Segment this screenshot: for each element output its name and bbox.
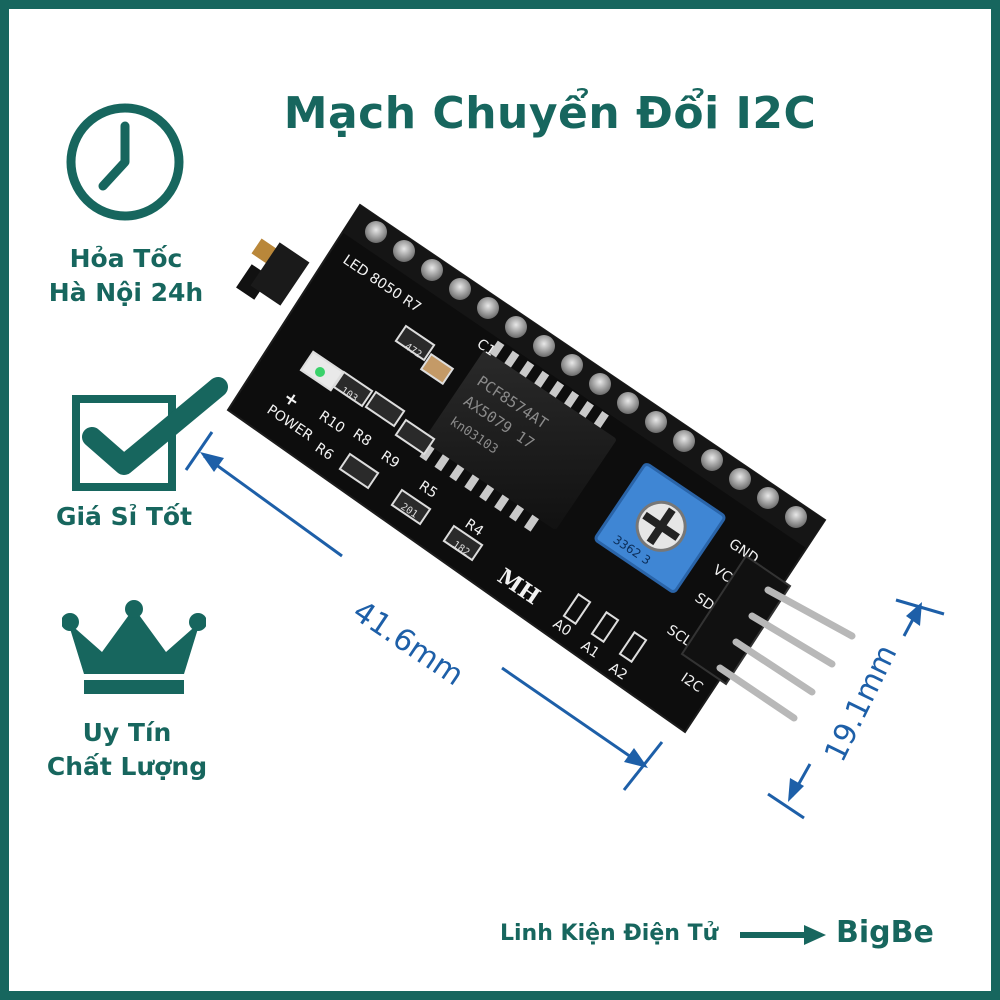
arrow-right-icon: [740, 925, 826, 945]
clock-icon: [66, 103, 184, 221]
potentiometer: 3362 3: [594, 463, 726, 593]
jumper: [236, 238, 310, 306]
power-led: [315, 367, 325, 377]
i2c-board-illustration: PCF8574AT AX5079 17 kn03103 3362 3 LED 8…: [184, 203, 945, 820]
footer-text: Linh Kiện Điện Tử: [500, 921, 719, 946]
i2c-header: [680, 554, 856, 722]
crown-icon: [62, 600, 206, 694]
feature-quality-line1: Uy Tín: [82, 718, 172, 747]
footer-brand: BigBe: [836, 915, 934, 950]
page-title: Mạch Chuyển Đổi I2C: [283, 88, 817, 139]
feature-price: Giá Sỉ Tốt: [14, 500, 234, 534]
footer: Linh Kiện Điện Tử BigBe: [500, 915, 960, 955]
checkbox-icon: [72, 377, 228, 491]
feature-quality: Uy Tín Chất Lượng: [17, 716, 237, 784]
feature-price-line1: Giá Sỉ Tốt: [55, 502, 193, 531]
header-pins: [365, 221, 807, 528]
length-dimension: [184, 431, 664, 791]
feature-quality-line2: Chất Lượng: [46, 752, 208, 781]
pcf8574-chip: PCF8574AT AX5079 17 kn03103: [419, 340, 616, 532]
feature-shipping: Hỏa Tốc Hà Nội 24h: [16, 242, 236, 310]
feature-shipping-line1: Hỏa Tốc: [69, 244, 183, 273]
width-dimension: [767, 598, 945, 820]
smd-components: [299, 324, 484, 562]
feature-shipping-line2: Hà Nội 24h: [48, 278, 204, 307]
